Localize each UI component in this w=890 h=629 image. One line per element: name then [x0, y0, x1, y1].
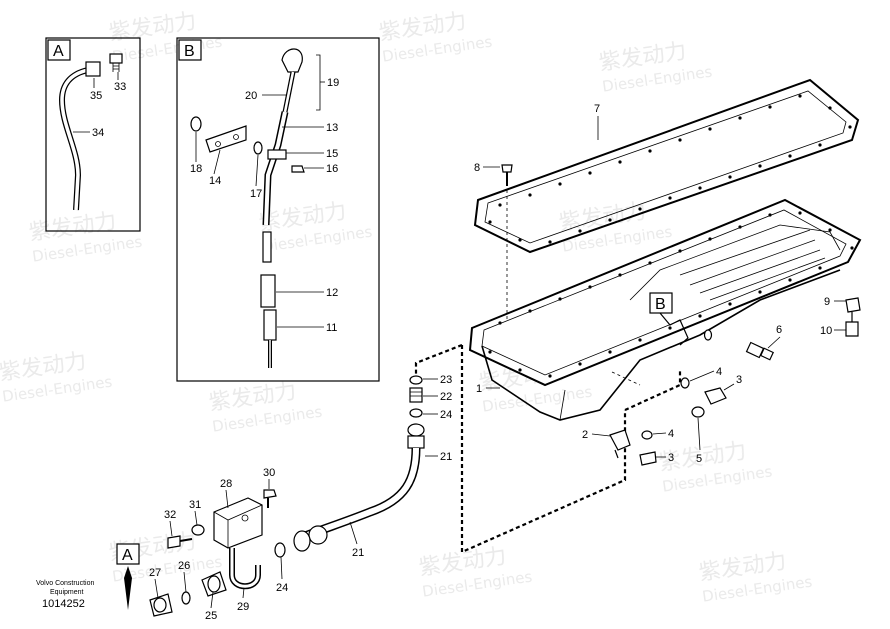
- label-9: 9: [824, 296, 830, 308]
- label-35: 35: [90, 90, 102, 102]
- label-8: 8: [474, 162, 480, 174]
- label-7: 7: [594, 103, 600, 115]
- label-21: 21: [440, 451, 452, 463]
- label-24: 24: [440, 409, 452, 421]
- label-34: 34: [92, 127, 104, 139]
- drain-hose-assembly: A: [116, 375, 425, 617]
- callout-b-letter: B: [655, 296, 666, 313]
- label-22: 22: [440, 391, 452, 403]
- label-2: 2: [582, 429, 588, 441]
- label-27: 27: [149, 567, 161, 579]
- inset-a-letter: A: [53, 43, 64, 60]
- label-20: 20: [245, 90, 257, 102]
- label-17: 17: [250, 188, 262, 200]
- footer: Volvo Construction Equipment 1014252: [36, 580, 94, 610]
- label-28: 28: [220, 478, 232, 490]
- label-26: 26: [178, 560, 190, 572]
- footer-part-number: 1014252: [42, 598, 85, 610]
- label-10: 10: [820, 325, 832, 337]
- label-30: 30: [263, 467, 275, 479]
- oil-pan-assembly: B: [414, 78, 862, 554]
- label-32: 32: [164, 509, 176, 521]
- label-13: 13: [326, 122, 338, 134]
- inset-b-letter: B: [184, 43, 195, 60]
- label-31: 31: [189, 499, 201, 511]
- label-15: 15: [326, 148, 338, 160]
- inset-a: A 35 33 34: [45, 37, 141, 232]
- label-25: 25: [205, 610, 217, 622]
- label-6: 6: [776, 324, 782, 336]
- label-1: 1: [476, 383, 482, 395]
- inset-b: B 20 19 13 15 16 18: [176, 37, 380, 382]
- label-3: 3: [668, 452, 674, 464]
- label-11: 11: [326, 322, 337, 334]
- footer-dept: Equipment: [50, 589, 84, 596]
- label-3: 3: [736, 374, 742, 386]
- label-24-lower: 24: [276, 582, 288, 594]
- label-12: 12: [326, 287, 338, 299]
- label-4: 4: [716, 366, 722, 378]
- label-33: 33: [114, 81, 126, 93]
- footer-company: Volvo Construction: [36, 580, 94, 587]
- label-4: 4: [668, 428, 674, 440]
- callout-a-letter: A: [122, 547, 133, 564]
- label-5: 5: [696, 453, 702, 465]
- main-labels: 7 8 9 10 6 1 23 22 24 21 2 4 3 4 3 5 28 …: [149, 103, 846, 622]
- label-18: 18: [190, 163, 202, 175]
- label-14: 14: [209, 175, 221, 187]
- label-21-lower: 21: [352, 547, 364, 559]
- label-23: 23: [440, 374, 452, 386]
- label-29: 29: [237, 601, 249, 613]
- label-19: 19: [327, 77, 339, 89]
- label-16: 16: [326, 163, 338, 175]
